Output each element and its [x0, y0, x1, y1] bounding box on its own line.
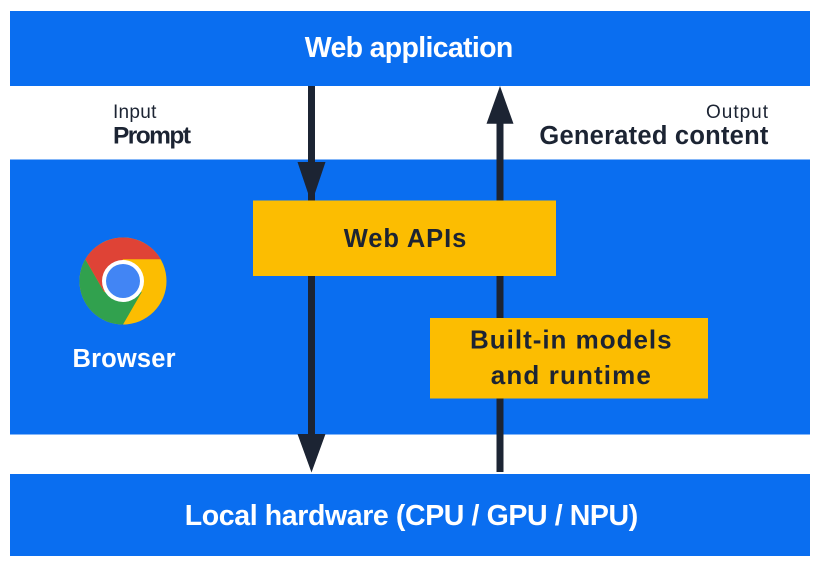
svg-text:Generated content: Generated content [539, 122, 769, 150]
svg-text:and runtime: and runtime [491, 360, 651, 390]
svg-text:Browser: Browser [73, 345, 176, 373]
svg-text:Built-in models: Built-in models [470, 324, 672, 354]
svg-text:Input: Input [113, 102, 157, 123]
svg-text:Web application: Web application [305, 32, 514, 64]
svg-text:Web APIs: Web APIs [344, 225, 467, 253]
svg-text:Prompt: Prompt [113, 123, 191, 150]
svg-text:Output: Output [706, 102, 769, 123]
svg-text:Local hardware (CPU / GPU / NP: Local hardware (CPU / GPU / NPU) [185, 500, 639, 532]
